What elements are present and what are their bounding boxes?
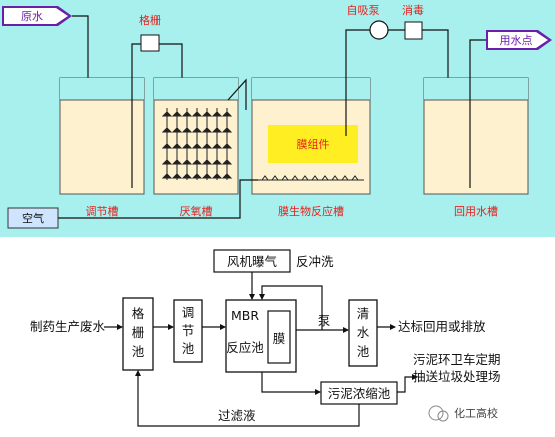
tank-mbr-label: 膜生物反应槽 (278, 204, 344, 218)
use-tag: 用水点 (486, 30, 552, 50)
clear-pool-char-3: 池 (357, 344, 370, 359)
source-tag: 原水 (2, 6, 72, 26)
source-pipe (72, 15, 92, 97)
fan-aeration-label: 风机曝气 (227, 254, 278, 269)
disinfect-box (404, 21, 423, 40)
clear-pool-char-1: 清 (357, 306, 370, 321)
backwash-line (259, 285, 323, 330)
pipe-to-use (469, 39, 486, 188)
adjust-pool-char-2: 节 (182, 323, 195, 338)
watermark: 化工高校 (428, 405, 498, 422)
top-schematic: 原水 调节槽 格栅 厌氧槽 (0, 0, 555, 237)
sludge-pool-label: 污泥浓缩池 (328, 386, 391, 401)
pipe-to-grid (131, 43, 141, 188)
tank-anaerobic-label: 厌氧槽 (180, 204, 213, 218)
grid-box (140, 34, 160, 52)
input-label: 制药生产废水 (30, 319, 106, 334)
grid-pool-char-2: 栅 (132, 325, 145, 340)
air-box-label: 空气 (22, 211, 44, 225)
membrane-module (268, 125, 358, 163)
filtrate-line (135, 370, 360, 427)
pipe-to-mbr (227, 78, 247, 110)
watermark-label: 化工高校 (454, 406, 498, 420)
clear-pool (348, 299, 378, 367)
clear-pool-char-2: 水 (357, 325, 370, 340)
anaerobic-fillers (161, 108, 233, 180)
output-label: 达标回用或排放 (398, 319, 486, 334)
adjust-pool-char-1: 调 (182, 305, 195, 320)
membrane-label: 膜 (273, 331, 286, 346)
membrane-module-label: 膜组件 (297, 137, 330, 151)
pipe-to-reuse (422, 29, 452, 97)
sludge-note-2: 抽送垃圾处理场 (413, 369, 501, 384)
grid-pool-char-1: 格 (132, 306, 145, 321)
mbr-title: MBR (231, 308, 259, 323)
source-tag-label: 原水 (21, 10, 43, 23)
bottom-flow: 制药生产废水 格 栅 池 调 节 池 风机曝气 反冲洗 MBR 反应池 膜 泵 … (30, 249, 501, 427)
disinfect-label: 消毒 (402, 3, 424, 17)
pump-label: 自吸泵 (347, 4, 380, 17)
wechat-icon (428, 405, 444, 421)
sludge-line (261, 372, 321, 395)
tank-reuse-label: 回用水槽 (454, 205, 498, 218)
filtrate-label: 过滤液 (218, 408, 256, 423)
adjust-pool (173, 299, 203, 363)
pipe-to-pump (345, 29, 370, 136)
tank-adjust-label: 调节槽 (86, 205, 119, 218)
pump-bottom-label: 泵 (318, 313, 331, 328)
use-tag-label: 用水点 (500, 34, 533, 47)
air-pipe (58, 179, 258, 219)
aerator (258, 175, 364, 181)
grid-pool (122, 297, 154, 371)
grid-label: 格栅 (139, 13, 161, 27)
sludge-note-1: 污泥环卫车定期 (413, 352, 501, 367)
backwash-label: 反冲洗 (296, 254, 334, 269)
pump-icon (369, 20, 389, 40)
grid-pool-char-3: 池 (132, 344, 145, 359)
adjust-pool-char-3: 池 (182, 341, 195, 356)
mbr-sub: 反应池 (226, 340, 264, 355)
membrane-box (267, 310, 291, 364)
